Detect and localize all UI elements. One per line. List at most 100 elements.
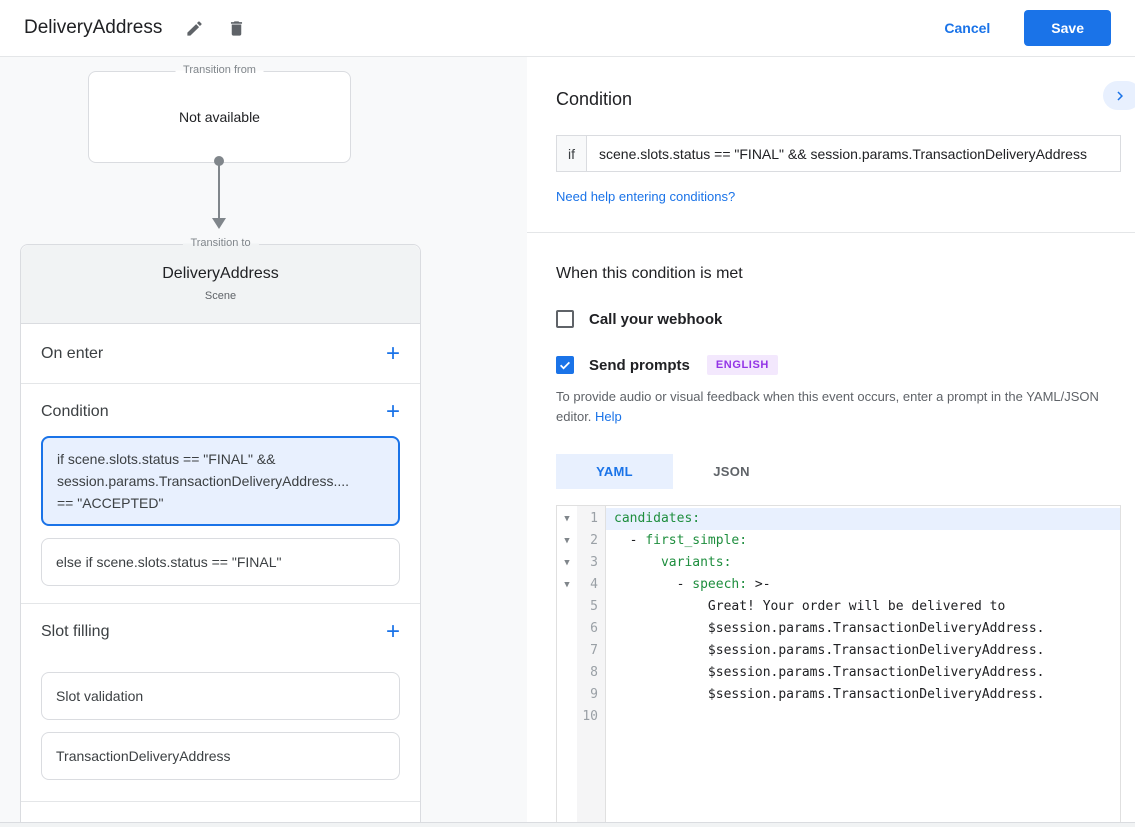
line-number: 6	[590, 621, 598, 636]
condition-line: if scene.slots.status == "FINAL" &&	[57, 451, 276, 467]
section-on-enter: On enter +	[21, 324, 420, 384]
line-number: 5	[590, 599, 598, 614]
editor-line-numbers: 1 2 3 4 5 6 7 8 9 10	[577, 506, 606, 822]
webhook-row: Call your webhook	[556, 310, 1121, 328]
code-line: $session.params.TransactionDeliveryAddre…	[606, 640, 1120, 662]
transition-from-label: Transition from	[175, 64, 264, 76]
condition-expression-input[interactable]	[586, 135, 1121, 172]
yaml-key: candidates:	[614, 511, 701, 526]
webhook-label: Call your webhook	[589, 310, 723, 328]
condition-label: Condition	[41, 403, 109, 420]
code-line: $session.params.TransactionDeliveryAddre…	[606, 618, 1120, 640]
send-prompts-checkbox[interactable]	[556, 356, 574, 374]
code-text	[614, 555, 661, 570]
webhook-checkbox[interactable]	[556, 310, 574, 328]
code-text: -	[614, 533, 646, 548]
help-link[interactable]: Help	[595, 409, 622, 424]
add-custom-intent-button[interactable]: +	[386, 818, 400, 823]
line-number: 3	[590, 555, 598, 570]
connector-line	[218, 165, 220, 218]
fold-toggle[interactable]: ▼	[564, 514, 570, 524]
condition-line: == "ACCEPTED"	[57, 495, 164, 511]
line-number: 10	[582, 709, 598, 724]
app-header: DeliveryAddress Cancel Save	[0, 0, 1135, 57]
line-number: 9	[590, 687, 598, 702]
editor-tabs: YAML JSON	[556, 454, 1121, 489]
bottom-strip	[0, 822, 1135, 827]
slot-validation-card[interactable]: Slot validation	[41, 672, 400, 720]
tab-json[interactable]: JSON	[713, 464, 750, 479]
code-line: $session.params.TransactionDeliveryAddre…	[606, 662, 1120, 684]
arrow-down-icon	[212, 218, 226, 229]
checkmark-icon	[560, 361, 570, 370]
divider	[527, 232, 1135, 233]
add-on-enter-button[interactable]: +	[385, 339, 400, 367]
chevron-right-icon	[1117, 91, 1123, 100]
page-title: DeliveryAddress	[24, 17, 163, 38]
delete-icon[interactable]	[226, 18, 246, 38]
code-line: - speech: >-	[606, 574, 1120, 596]
code-line: $session.params.TransactionDeliveryAddre…	[606, 684, 1120, 706]
code-line: - first_simple:	[606, 530, 1120, 552]
code-text: >-	[747, 577, 771, 592]
prompt-description: To provide audio or visual feedback when…	[556, 387, 1121, 427]
slot-filling-label: Slot filling	[41, 623, 110, 640]
code-line: Great! Your order will be delivered to	[606, 596, 1120, 618]
language-badge: ENGLISH	[706, 355, 778, 375]
tab-yaml[interactable]: YAML	[556, 454, 673, 489]
scene-type: Scene	[204, 290, 237, 302]
scene-name: DeliveryAddress	[162, 265, 279, 282]
send-prompts-label: Send prompts	[589, 356, 690, 374]
line-number: 1	[590, 511, 598, 526]
transition-to-label: Transition to	[182, 237, 259, 249]
editor-fold-gutter: ▼ ▼ ▼ ▼	[557, 506, 577, 822]
code-line	[606, 706, 1120, 728]
yaml-key: first_simple:	[645, 533, 748, 548]
if-label: if	[556, 135, 586, 172]
yaml-key: variants:	[660, 555, 732, 570]
collapse-panel-button[interactable]	[1103, 81, 1135, 110]
fold-toggle[interactable]: ▼	[564, 580, 570, 590]
yaml-editor[interactable]: ▼ ▼ ▼ ▼ 1 2 3 4 5 6 7 8 9 10 candidates:…	[556, 505, 1121, 822]
code-text: Great! Your order will be delivered to	[614, 599, 1006, 614]
code-text: $session.params.TransactionDeliveryAddre…	[614, 687, 1045, 702]
code-text: -	[614, 577, 693, 592]
section-condition: Condition + if scene.slots.status == "FI…	[21, 384, 420, 604]
code-text: $session.params.TransactionDeliveryAddre…	[614, 643, 1045, 658]
editor-code-area[interactable]: candidates: - first_simple: variants: - …	[606, 506, 1120, 822]
section-custom-intent: Custom intent handling +	[21, 802, 420, 823]
slot-card[interactable]: TransactionDeliveryAddress	[41, 732, 400, 780]
scene-graph-panel: Transition from Not available Transition…	[0, 57, 527, 822]
on-enter-label: On enter	[41, 344, 104, 362]
code-text: $session.params.TransactionDeliveryAddre…	[614, 621, 1045, 636]
add-condition-button[interactable]: +	[385, 398, 400, 425]
scene-card-header: DeliveryAddress Scene	[21, 245, 420, 324]
custom-intent-label: Custom intent handling	[41, 821, 205, 822]
edit-icon[interactable]	[184, 18, 204, 38]
section-slot-filling: Slot filling + Slot validation Transacti…	[21, 604, 420, 802]
condition-met-title: When this condition is met	[556, 265, 743, 282]
condition-card-else[interactable]: else if scene.slots.status == "FINAL"	[41, 538, 400, 586]
fold-toggle[interactable]: ▼	[564, 558, 570, 568]
transition-from-value: Not available	[179, 109, 260, 125]
transition-from-box: Transition from Not available	[88, 64, 351, 163]
scene-card: Transition to DeliveryAddress Scene On e…	[20, 237, 421, 823]
prompt-description-text: To provide audio or visual feedback when…	[556, 389, 1099, 424]
line-number: 2	[590, 533, 598, 548]
line-number: 4	[590, 577, 598, 592]
condition-detail-panel: Condition if Need help entering conditio…	[527, 57, 1135, 822]
code-text: $session.params.TransactionDeliveryAddre…	[614, 665, 1045, 680]
condition-card-selected[interactable]: if scene.slots.status == "FINAL" && sess…	[41, 436, 400, 526]
fold-toggle[interactable]: ▼	[564, 536, 570, 546]
condition-panel-title: Condition	[556, 89, 633, 109]
save-button[interactable]: Save	[1024, 10, 1111, 46]
send-prompts-row: Send prompts ENGLISH	[556, 355, 1121, 375]
condition-help-link[interactable]: Need help entering conditions?	[556, 189, 736, 204]
add-slot-button[interactable]: +	[385, 618, 400, 645]
cancel-button[interactable]: Cancel	[944, 20, 991, 36]
code-line: candidates:	[606, 508, 1120, 530]
connector-dot	[214, 156, 224, 166]
condition-expression-row: if	[556, 135, 1121, 172]
code-line: variants:	[606, 552, 1120, 574]
line-number: 8	[590, 665, 598, 680]
